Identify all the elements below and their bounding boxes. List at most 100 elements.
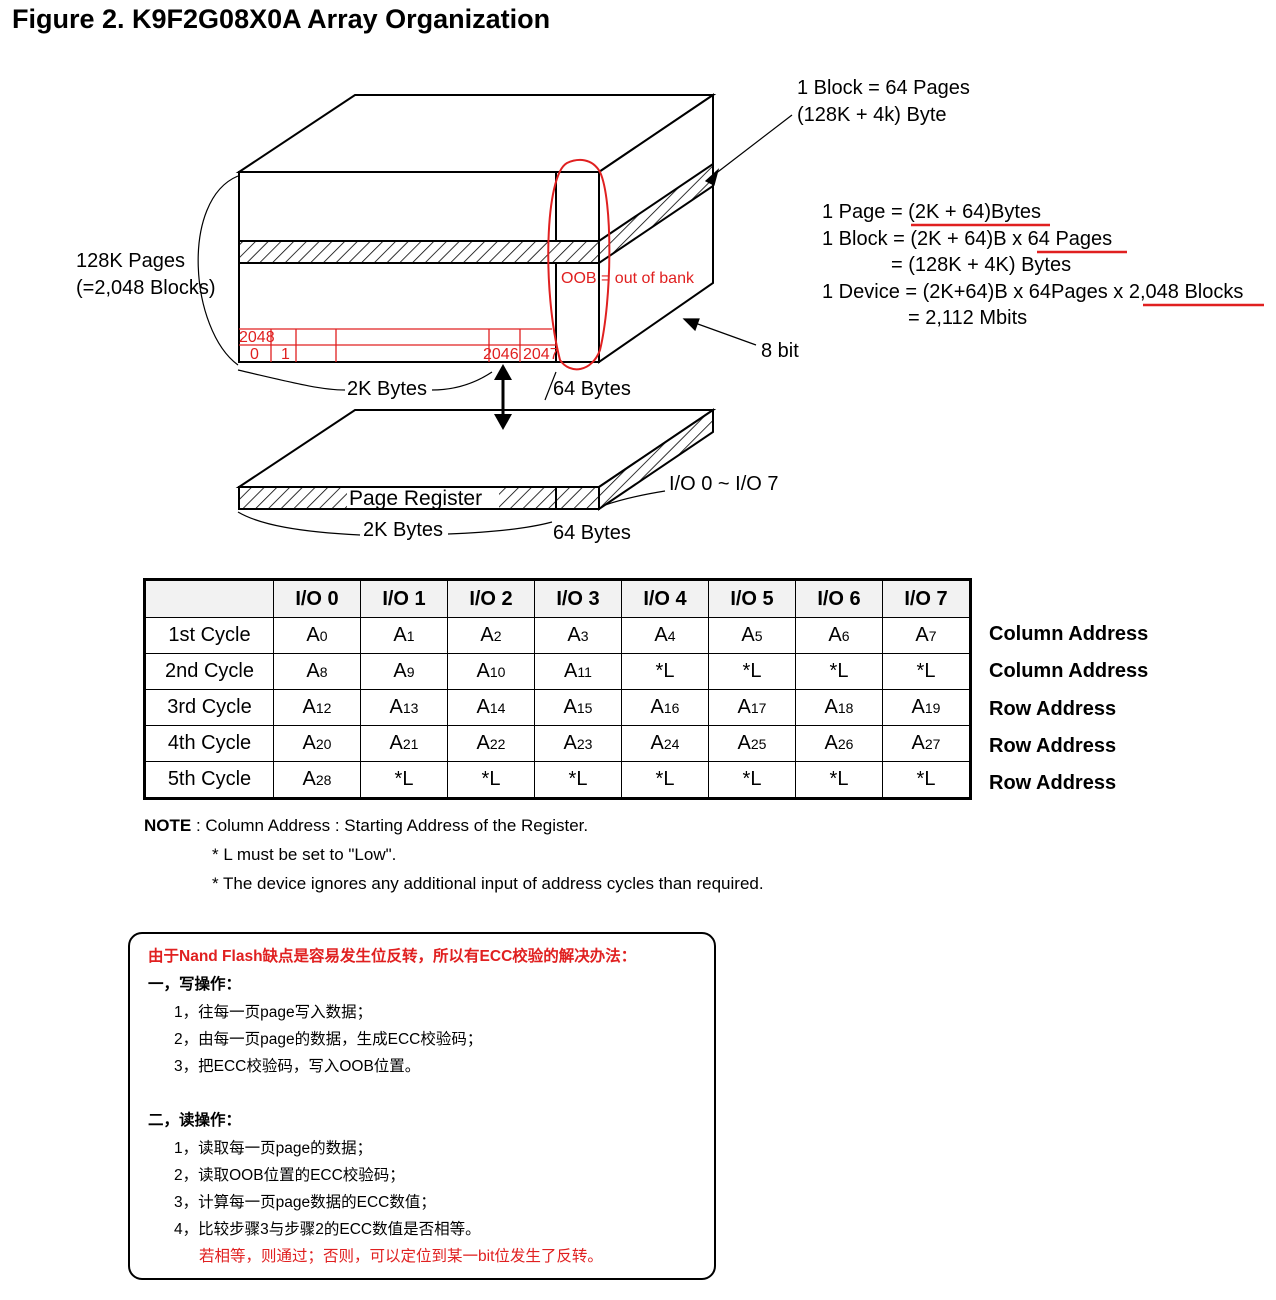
bit-index: 2 xyxy=(493,628,502,644)
memory-array-cube xyxy=(235,93,717,364)
bit-index: 16 xyxy=(663,700,680,716)
bit-cell: *L xyxy=(621,653,709,690)
bit-index: 5 xyxy=(754,628,763,644)
bit-main: *L xyxy=(394,768,414,790)
bit-cell: *L xyxy=(795,653,883,690)
figure-title: Figure 2. K9F2G08X0A Array Organization xyxy=(12,4,551,34)
address-type-label: Column Address xyxy=(989,623,1149,645)
bit-index: 18 xyxy=(837,700,854,716)
io-range-label: I/O 0 ~ I/O 7 xyxy=(669,473,779,495)
write-title: 一，写操作： xyxy=(148,976,242,993)
address-type-label: Row Address xyxy=(989,697,1117,720)
address-type-label: Row Address xyxy=(989,734,1117,757)
note-label: NOTE xyxy=(144,816,192,835)
equation-block-bytes: = (128K + 4K) Bytes xyxy=(891,254,1072,276)
header-cell: I/O 3 xyxy=(534,579,622,618)
header-cell: I/O 7 xyxy=(882,579,971,618)
read-conclusion: 若相等，则通过；否则，可以定位到某一bit位发生了反转。 xyxy=(199,1248,603,1265)
cycle-cell: 1st Cycle xyxy=(144,617,274,654)
bit-index: 6 xyxy=(841,628,850,644)
array-organization-diagram xyxy=(197,93,1264,536)
bit-main: *L xyxy=(655,660,675,682)
read-step: 3，计算每一页page数据的ECC数值； xyxy=(174,1194,436,1211)
bit-cell: A4 xyxy=(621,617,709,654)
bit-index: 15 xyxy=(576,700,593,716)
bit-cell: A25 xyxy=(708,725,796,762)
equation-block: 1 Block = (2K + 64)B x 64 Pages xyxy=(822,228,1113,250)
equation-device-bits: = 2,112 Mbits xyxy=(908,307,1028,329)
equation-device: 1 Device = (2K+64)B x 64Pages x 2,048 Bl… xyxy=(822,281,1244,303)
bit-index: 25 xyxy=(750,736,767,752)
register-spare-size: 64 Bytes xyxy=(553,522,631,544)
bit-cell: A21 xyxy=(360,725,448,762)
header-cell: I/O 0 xyxy=(273,579,361,618)
bit-cell: A24 xyxy=(621,725,709,762)
bit-index: 28 xyxy=(315,772,332,788)
column-2047: 2047 xyxy=(523,346,559,363)
address-type-label: Column Address xyxy=(989,660,1149,683)
bit-main: *L xyxy=(916,768,936,790)
bit-cell: A14 xyxy=(447,689,535,726)
bit-cell: *L xyxy=(447,761,535,799)
ecc-heading: 由于Nand Flash缺点是容易发生位反转，所以有ECC校验的解决办法： xyxy=(148,948,637,965)
bit-index: 19 xyxy=(924,700,941,716)
cycle-cell: 2nd Cycle xyxy=(144,653,274,690)
bit-cell: A10 xyxy=(447,653,535,690)
read-step: 1，读取每一页page的数据； xyxy=(174,1140,373,1157)
bit-main: A xyxy=(911,732,925,754)
address-type-label: Row Address xyxy=(989,772,1117,795)
bit-index: 21 xyxy=(402,736,419,752)
register-data-size: 2K Bytes xyxy=(363,519,444,541)
bit-index: 27 xyxy=(924,736,941,752)
read-step: 2，读取OOB位置的ECC校验码； xyxy=(174,1167,405,1184)
bit-cell: A18 xyxy=(795,689,883,726)
note-text: : Column Address : Starting Address of t… xyxy=(191,816,589,835)
bit-cell: *L xyxy=(360,761,448,799)
bit-cell: A9 xyxy=(360,653,448,690)
bit-main: *L xyxy=(916,660,936,682)
ecc-explanation-box xyxy=(128,932,716,1280)
bit-cell: A19 xyxy=(882,689,971,726)
bit-cell: A17 xyxy=(708,689,796,726)
bit-cell: A26 xyxy=(795,725,883,762)
bit-main: *L xyxy=(568,768,588,790)
bit-cell: *L xyxy=(708,653,796,690)
bit-main: A xyxy=(828,624,842,646)
bit-index: 10 xyxy=(489,664,506,680)
bit-main: *L xyxy=(829,768,849,790)
bit-main: A xyxy=(915,624,929,646)
bit-index: 14 xyxy=(489,700,506,716)
note-line-2: * L must be set to "Low". xyxy=(212,845,397,864)
bit-main: A xyxy=(306,660,320,682)
write-step: 3，把ECC校验码，写入OOB位置。 xyxy=(174,1058,421,1075)
bit-main: A xyxy=(564,660,578,682)
header-cell: I/O 6 xyxy=(795,579,883,618)
bit-index: 3 xyxy=(580,628,589,644)
bit-cell: A28 xyxy=(273,761,361,799)
bit-main: A xyxy=(302,696,316,718)
header-cell: I/O 4 xyxy=(621,579,709,618)
data-area-size: 2K Bytes xyxy=(347,378,428,400)
column-2046: 2046 xyxy=(483,346,519,363)
bit-index: 20 xyxy=(315,736,332,752)
down-arrow-icon xyxy=(494,414,512,430)
bit-cell: A20 xyxy=(273,725,361,762)
header-cell: I/O 5 xyxy=(708,579,796,618)
bit-main: *L xyxy=(655,768,675,790)
bit-main: *L xyxy=(481,768,501,790)
bit-main: *L xyxy=(829,660,849,682)
bit-main: A xyxy=(302,732,316,754)
bit-main: A xyxy=(741,624,755,646)
up-arrow-icon xyxy=(494,364,512,380)
bit-cell: A27 xyxy=(882,725,971,762)
header-cell: I/O 1 xyxy=(360,579,448,618)
note-line-3: * The device ignores any additional inpu… xyxy=(212,874,764,893)
bit-index: 1 xyxy=(406,628,415,644)
page-stripe xyxy=(238,240,600,264)
bit-index: 4 xyxy=(667,628,676,644)
bit-index: 8 xyxy=(319,664,328,680)
